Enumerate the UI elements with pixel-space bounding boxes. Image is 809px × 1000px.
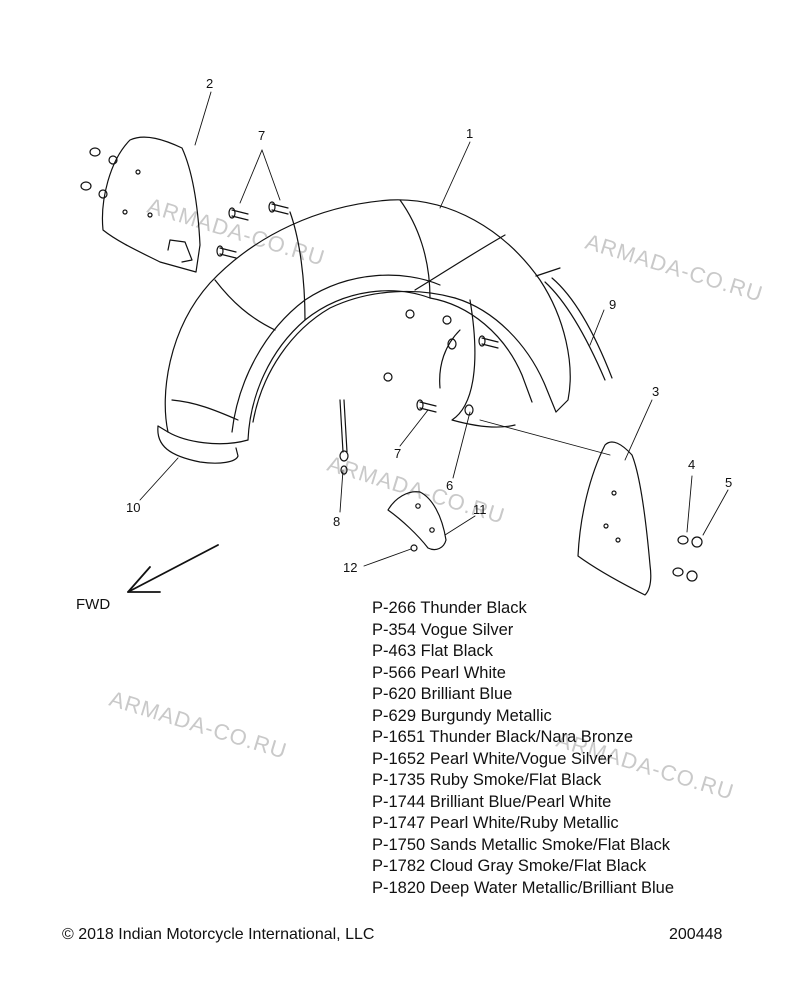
- paint-color-list: P-266 Thunder Black P-354 Vogue Silver P…: [372, 598, 674, 899]
- callout-9: 9: [609, 297, 616, 312]
- leader-lines: [139, 91, 729, 567]
- watermark: ARMADA-CO.RU: [107, 686, 291, 764]
- fwd-arrow: [127, 544, 219, 593]
- paint-color-item: P-266 Thunder Black: [372, 599, 527, 617]
- callout-10: 10: [126, 500, 140, 515]
- rear-fender: [157, 199, 571, 464]
- callout-7-top: 7: [258, 128, 265, 143]
- callout-6: 6: [446, 478, 453, 493]
- paint-color-item: P-620 Brilliant Blue: [372, 685, 513, 703]
- paint-color-item: P-629 Burgundy Metallic: [372, 706, 552, 725]
- paint-color-item: P-1652 Pearl White/Vogue Silver: [372, 749, 613, 768]
- paint-color-item: P-1747 Pearl White/Ruby Metallic: [372, 814, 619, 832]
- callout-7-bottom: 7: [394, 446, 401, 461]
- callout-8: 8: [333, 514, 340, 529]
- callout-11: 11: [473, 502, 487, 517]
- callout-labels: 1 2 3 4 5 6 7 7 8 9 10 11 12: [126, 76, 732, 575]
- watermark: ARMADA-CO.RU: [325, 451, 509, 529]
- callout-5: 5: [725, 475, 732, 490]
- callout-1: 1: [466, 126, 473, 141]
- hardware: [80, 147, 703, 582]
- callout-2: 2: [206, 76, 213, 91]
- callout-12: 12: [343, 560, 357, 575]
- bracket: [387, 491, 447, 551]
- paint-color-item: P-354 Vogue Silver: [372, 620, 514, 639]
- paint-color-item: P-1750 Sands Metallic Smoke/Flat Black: [372, 835, 671, 854]
- paint-color-item: P-1735 Ruby Smoke/Flat Black: [372, 771, 602, 789]
- paint-color-item: P-1820 Deep Water Metallic/Brilliant Blu…: [372, 878, 675, 897]
- paint-color-item: P-463 Flat Black: [372, 642, 494, 660]
- callout-3: 3: [652, 384, 659, 399]
- paint-color-item: P-1782 Cloud Gray Smoke/Flat Black: [372, 857, 647, 875]
- paint-color-item: P-1744 Brilliant Blue/Pearl White: [372, 792, 612, 811]
- paint-color-item: P-1651 Thunder Black/Nara Bronze: [372, 728, 634, 746]
- paint-color-item: P-566 Pearl White: [372, 663, 506, 682]
- diagram-number: 200448: [669, 926, 723, 943]
- copyright-text: © 2018 Indian Motorcycle International, …: [62, 926, 375, 943]
- fwd-label: FWD: [76, 596, 111, 613]
- trim-strip: [535, 267, 613, 381]
- side-cover-right: [577, 441, 652, 596]
- watermark: ARMADA-CO.RU: [583, 229, 767, 307]
- callout-4: 4: [688, 457, 695, 472]
- rod: [339, 399, 349, 475]
